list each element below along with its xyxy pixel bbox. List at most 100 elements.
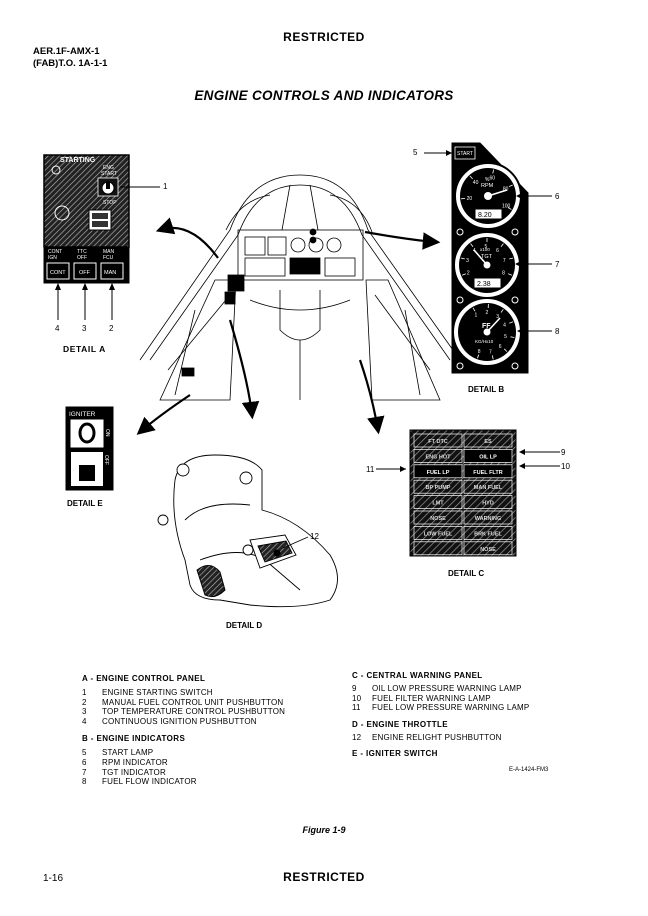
warning-lamp-label: NOSE [480, 547, 496, 553]
legend-number: 10 [352, 694, 372, 704]
detail-d-throttle: 12 DETAIL D [158, 455, 338, 630]
callout-1: 1 [163, 182, 168, 191]
legend-number: 4 [82, 717, 102, 727]
gauge-scale-label: 7 [489, 350, 492, 356]
warning-lamp-label: BP PUMP [426, 485, 451, 491]
switch-label-start: START [101, 171, 117, 177]
legend-text: FUEL FLOW INDICATOR [102, 777, 197, 787]
starting-panel-title: STARTING [60, 157, 96, 164]
ff-unit: KG/Hx10 [475, 339, 494, 344]
engine-controls-illustration: STARTING ENG START STOP CONT IGN TTC OFF… [0, 0, 648, 640]
legend-item-11: 11FUEL LOW PRESSURE WARNING LAMP [352, 703, 622, 713]
off-pushbutton-face: OFF [79, 270, 91, 276]
warning-lamp-label: LOW FUEL [424, 531, 453, 537]
legend-item-4: 4CONTINUOUS IGNITION PUSHBUTTON [82, 717, 337, 727]
legend-text: RPM INDICATOR [102, 758, 168, 768]
arrow-to-detail-e [140, 395, 190, 432]
arrow-to-detail-c [360, 360, 378, 430]
igniter-panel-title: IGNITER [69, 411, 96, 418]
callout-3: 3 [82, 324, 87, 333]
button-label-off: OFF [77, 255, 87, 261]
start-lamp-label: START [457, 151, 473, 157]
warning-lamp-label: ENG HOT [425, 454, 451, 460]
warning-lamp-label: NOSE [430, 516, 446, 522]
legend-group-d: D - ENGINE THROTTLE 12ENGINE RELIGHT PUS… [352, 720, 622, 743]
detail-a-panel: STARTING ENG START STOP CONT IGN TTC OFF… [44, 155, 168, 354]
igniter-off-label: OFF [103, 455, 109, 465]
gauge-scale-label: 60 [490, 175, 496, 181]
gauge-scale-label: 1 [475, 313, 478, 319]
legend-number: 1 [82, 688, 102, 698]
gauge-scale-label: 20 [467, 196, 473, 202]
legend-text: FUEL FILTER WARNING LAMP [372, 694, 491, 704]
legend-text: TGT INDICATOR [102, 768, 166, 778]
legend-text: FUEL LOW PRESSURE WARNING LAMP [372, 703, 529, 713]
callout-6: 6 [555, 192, 560, 201]
legend-number: 9 [352, 684, 372, 694]
warning-lamp-label: BRK FUEL [474, 531, 502, 537]
footer-classification: RESTRICTED [0, 870, 648, 884]
detail-b-label: DETAIL B [468, 385, 504, 394]
legend-heading-c: C - CENTRAL WARNING PANEL [352, 671, 622, 680]
legend-heading-a: A - ENGINE CONTROL PANEL [82, 674, 337, 683]
callout-9: 9 [561, 448, 566, 457]
arrow-to-detail-d [230, 320, 252, 415]
legend-heading-b: B - ENGINE INDICATORS [82, 734, 337, 743]
legend-number: 12 [352, 733, 372, 743]
gauge-scale-label: 2 [467, 270, 470, 276]
cockpit-drawing [140, 175, 460, 400]
legend-group-b: B - ENGINE INDICATORS 5START LAMP 6RPM I… [82, 734, 337, 786]
warning-lamp-label: LMT [432, 501, 444, 507]
callout-12: 12 [310, 532, 319, 541]
warning-lamp-label: MAN FUEL [474, 485, 503, 491]
legend-heading-e: E - IGNITER SWITCH [352, 749, 622, 758]
switch-label-stop: STOP [103, 200, 117, 206]
warning-lamp-label: FUEL FLTR [473, 470, 502, 476]
warning-lamp-label: FT DTC [428, 439, 448, 445]
legend-item-12: 12ENGINE RELIGHT PUSHBUTTON [352, 733, 622, 743]
detail-e-label: DETAIL E [67, 499, 103, 508]
igniter-on-label: ON [104, 429, 110, 437]
legend-number: 2 [82, 698, 102, 708]
legend-group-a: A - ENGINE CONTROL PANEL 1ENGINE STARTIN… [82, 674, 337, 726]
legend-text: MANUAL FUEL CONTROL UNIT PUSHBUTTON [102, 698, 283, 708]
drawing-code: E-A-1424-FM3 [509, 767, 548, 773]
legend-number: 8 [82, 777, 102, 787]
callout-4: 4 [55, 324, 60, 333]
gauge-scale-label: 8 [502, 270, 505, 276]
legend-item-7: 7TGT INDICATOR [82, 768, 337, 778]
man-pushbutton-face: MAN [104, 270, 116, 276]
callout-8: 8 [555, 327, 560, 336]
legend-item-3: 3TOP TEMPERATURE CONTROL PUSHBUTTON [82, 707, 337, 717]
cont-pushbutton-face: CONT [50, 270, 66, 276]
figure-caption: Figure 1-9 [0, 825, 648, 835]
legend-item-10: 10FUEL FILTER WARNING LAMP [352, 694, 622, 704]
button-label-ign: IGN [48, 255, 57, 261]
gauge-scale-label: 6 [499, 344, 502, 350]
detail-d-label: DETAIL D [226, 621, 262, 630]
callout-10: 10 [561, 462, 570, 471]
button-label-fcu: FCU [103, 255, 114, 261]
arrow-to-detail-a [160, 228, 218, 258]
legend-number: 5 [82, 748, 102, 758]
legend-number: 6 [82, 758, 102, 768]
legend-text: CONTINUOUS IGNITION PUSHBUTTON [102, 717, 257, 727]
gauge-scale-label: 8 [478, 349, 481, 355]
gauge-scale-label: 4 [503, 323, 506, 329]
legend-text: ENGINE STARTING SWITCH [102, 688, 213, 698]
legend-text: START LAMP [102, 748, 153, 758]
legend-text: ENGINE RELIGHT PUSHBUTTON [372, 733, 502, 743]
warning-lamp-label: FUEL LP [427, 470, 450, 476]
warning-lamp [414, 542, 462, 555]
warning-lamp-label: OIL LP [479, 454, 497, 460]
detail-a-label: DETAIL A [63, 344, 106, 354]
detail-b-panel: START 5 RPM % 020406080100 8.20 6 TGT x1… [413, 143, 560, 394]
gauge-scale-label: 2 [486, 310, 489, 316]
